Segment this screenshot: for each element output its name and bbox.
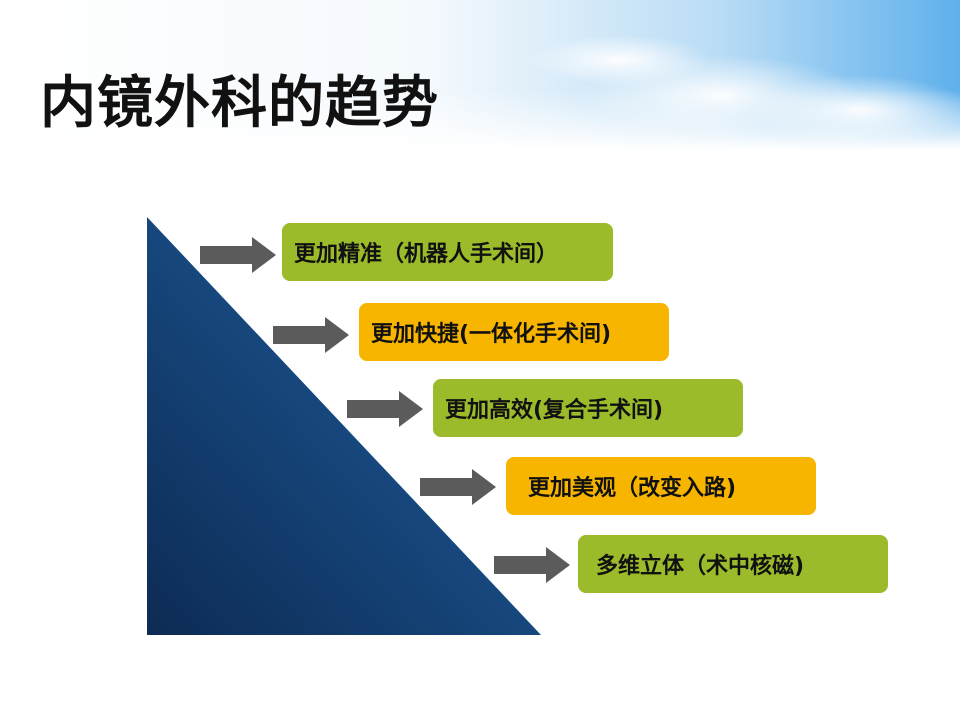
slide-title: 内镜外科的趋势 bbox=[40, 71, 439, 136]
trend-box-aesthetic: 更加美观（改变入路) bbox=[506, 457, 816, 515]
trend-box-label: 更加高效(复合手术间) bbox=[445, 398, 664, 423]
trend-box-efficient: 更加高效(复合手术间) bbox=[433, 379, 743, 437]
trend-box-label: 多维立体（术中核磁) bbox=[596, 554, 805, 579]
arrow-right-icon bbox=[494, 547, 570, 583]
trend-box-label: 更加快捷(一体化手术间) bbox=[371, 322, 612, 347]
arrow-right-icon bbox=[200, 237, 276, 273]
trend-box-precise: 更加精准（机器人手术间） bbox=[282, 223, 613, 281]
trend-box-label: 更加精准（机器人手术间） bbox=[294, 242, 559, 267]
arrow-right-icon bbox=[347, 391, 423, 427]
arrow-right-icon bbox=[420, 469, 496, 505]
trend-box-multidimensional: 多维立体（术中核磁) bbox=[578, 535, 888, 593]
trend-box-fast: 更加快捷(一体化手术间) bbox=[359, 303, 669, 361]
arrow-right-icon bbox=[273, 317, 349, 353]
trend-box-label: 更加美观（改变入路) bbox=[528, 476, 737, 501]
